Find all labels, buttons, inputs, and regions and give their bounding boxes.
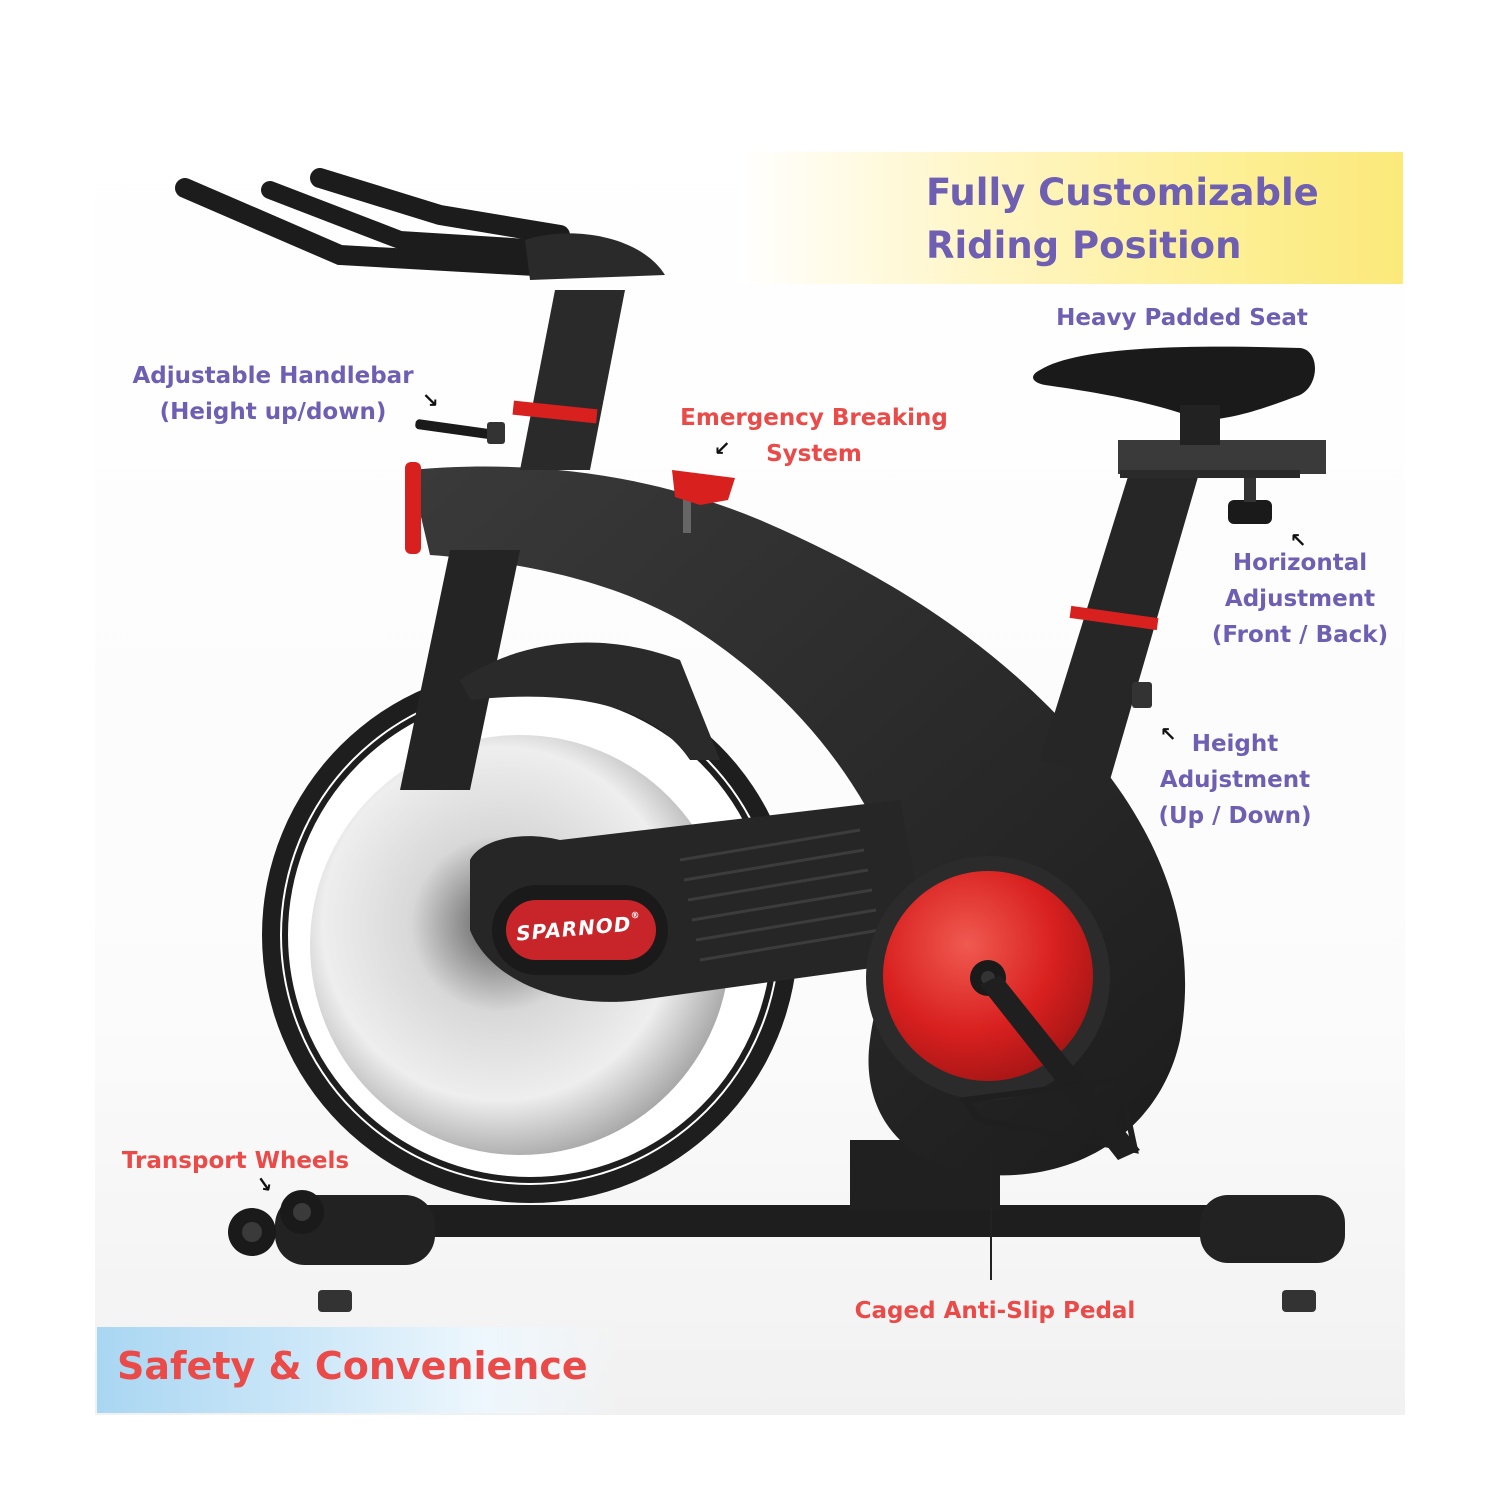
headline-banner-top: Fully Customizable Riding Position	[738, 152, 1403, 284]
callout-handlebar-detail: (Height up/down)	[159, 399, 387, 425]
brand-badge	[492, 885, 668, 975]
callout-height-title: Height	[1191, 731, 1279, 757]
safety-headline: Safety & Convenience	[117, 1344, 588, 1388]
callout-wheels-title: Transport Wheels	[121, 1148, 350, 1174]
callout-height-adjustment: Height Adujstment (Up / Down)	[1150, 726, 1320, 834]
callout-handlebar: Adjustable Handlebar (Height up/down)	[118, 358, 428, 430]
brake-knob	[672, 470, 735, 533]
headline-title: Fully Customizable Riding Position	[926, 166, 1319, 272]
headline-banner-bottom: Safety & Convenience	[97, 1327, 617, 1413]
headline-line-2: Riding Position	[926, 224, 1242, 267]
headline-line-1: Fully Customizable	[926, 171, 1319, 214]
callout-pedal-title: Caged Anti-Slip Pedal	[854, 1298, 1136, 1324]
callout-brake: Emergency Breaking System	[664, 400, 964, 472]
callout-seat: Heavy Padded Seat	[1042, 300, 1322, 336]
saddle	[1033, 346, 1315, 445]
pedal-leader-line	[990, 1150, 992, 1280]
callout-seat-title: Heavy Padded Seat	[1056, 305, 1308, 331]
callout-horizontal-title-2: Adjustment	[1224, 586, 1376, 612]
callout-height-title-2: Adujstment	[1159, 767, 1311, 793]
registered-mark: ®	[630, 910, 642, 922]
transport-wheels	[228, 1190, 324, 1256]
callout-brake-title: Emergency Breaking	[680, 405, 948, 431]
seat-post	[1040, 440, 1326, 780]
handlebar-post	[415, 290, 625, 470]
callout-pedal: Caged Anti-Slip Pedal	[836, 1293, 1154, 1329]
callout-horizontal-detail: (Front / Back)	[1211, 622, 1389, 648]
callout-horizontal-adjustment: Horizontal Adjustment (Front / Back)	[1200, 545, 1400, 653]
handlebars	[175, 168, 665, 280]
callout-horizontal-title: Horizontal	[1232, 550, 1368, 576]
callout-height-detail: (Up / Down)	[1158, 803, 1312, 829]
callout-handlebar-title: Adjustable Handlebar	[132, 363, 414, 389]
crank-cover	[866, 856, 1140, 1160]
callout-transport-wheels: Transport Wheels	[108, 1143, 363, 1179]
callout-brake-detail: System	[766, 441, 862, 467]
